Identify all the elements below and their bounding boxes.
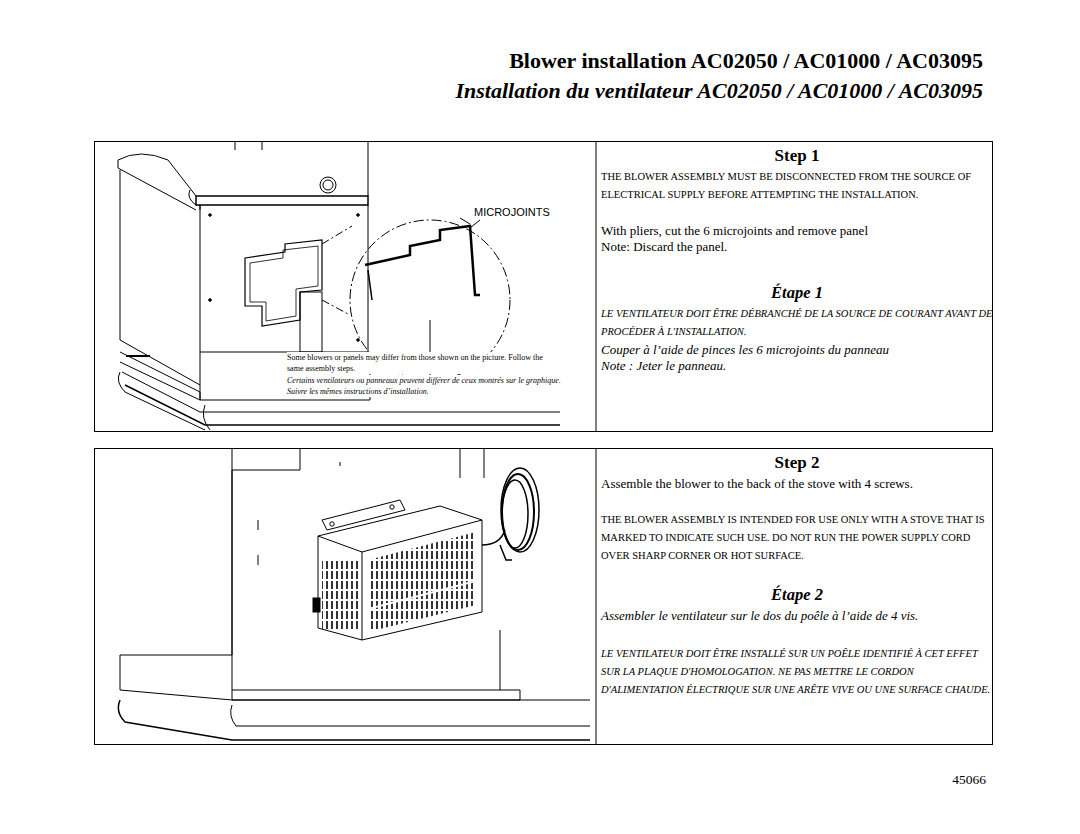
step-heading: Step 2 xyxy=(601,453,993,473)
column-divider xyxy=(596,141,597,432)
figure-note: Certains ventilateurs ou panneaux peuven… xyxy=(287,375,561,397)
instruction-text: Assembler le ventilateur sur le dos du p… xyxy=(601,607,993,624)
warning-text: LE VENTILATEUR DOIT ÊTRE INSTALLÉ SUR UN… xyxy=(601,645,993,699)
step-heading: Étape 1 xyxy=(601,283,993,303)
column-divider xyxy=(596,448,597,745)
warning-text: THE BLOWER ASSEMBLY MUST BE DISCONNECTED… xyxy=(601,168,993,204)
callout-label: MICROJOINTS xyxy=(474,206,550,218)
figure-note: Some blowers or panels may differ from t… xyxy=(287,352,561,374)
page-subtitle: Installation du ventilateur AC02050 / AC… xyxy=(456,78,983,104)
document-number: 45066 xyxy=(952,772,986,788)
note-text: Note : Jeter le panneau. xyxy=(601,358,993,374)
step-heading: Étape 2 xyxy=(601,585,993,605)
step-panel: Step 2 Assemble the blower to the back of… xyxy=(94,448,993,745)
instruction-text: Couper à l’aide de pinces les 6 microjoi… xyxy=(601,342,993,358)
stove-with-blower xyxy=(118,448,590,740)
stove-drawing xyxy=(118,142,560,430)
page-title: Blower installation AC02050 / AC01000 / … xyxy=(509,48,983,74)
note-text: Note: Discard the panel. xyxy=(601,239,993,255)
instruction-text: Assemble the blower to the back of the s… xyxy=(601,475,993,492)
warning-text: LE VENTILATEUR DOIT ÊTRE DÉBRANCHÉ DE LA… xyxy=(601,305,993,341)
step-panel: Step 1THE BLOWER ASSEMBLY MUST BE DISCON… xyxy=(94,141,993,432)
step-heading: Step 1 xyxy=(601,146,993,166)
warning-text: THE BLOWER ASSEMBLY IS INTENDED FOR USE … xyxy=(601,511,993,565)
instruction-text: With pliers, cut the 6 microjoints and r… xyxy=(601,223,993,239)
